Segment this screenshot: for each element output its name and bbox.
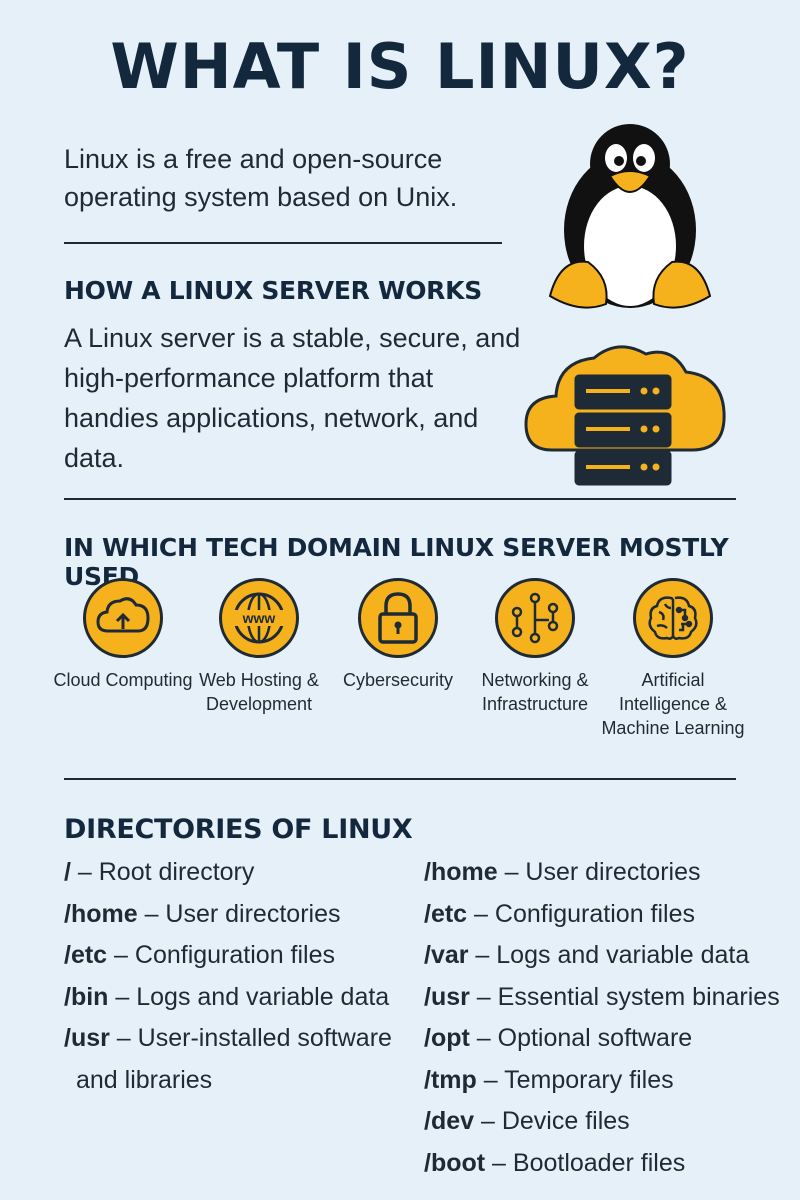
separator: –	[137, 899, 166, 928]
directory-description: Essential system binaries	[497, 982, 780, 1011]
list-item: /dev – Device files	[424, 1101, 794, 1143]
directory-description: Device files	[501, 1107, 630, 1135]
separator: –	[468, 941, 497, 969]
directory-description: User directories	[525, 858, 701, 886]
domain-item-networking: Networking & Infrastructure	[460, 578, 610, 716]
intro-text: Linux is a free and open-source operatin…	[64, 144, 458, 212]
server-heading: HOW A LINUX SERVER WORKS	[64, 276, 482, 305]
list-item: /tmp – Temporary files	[424, 1060, 794, 1102]
list-item-continuation: and libraries	[76, 1065, 213, 1094]
page-title: WHAT IS LINUX?	[110, 30, 690, 103]
directory-path: /var	[424, 941, 469, 969]
list-item: /etc – Configuration files	[424, 894, 794, 936]
list-item: /usr – Essential system binaries	[424, 977, 794, 1019]
directory-description: User-installed software	[137, 1024, 392, 1052]
divider	[64, 778, 736, 780]
directory-description: Logs and variable data	[496, 941, 750, 969]
divider	[64, 242, 502, 244]
list-item: /boot – Bootloader files	[424, 1143, 794, 1185]
domain-item-cloud-computing: Cloud Computing	[48, 578, 198, 692]
tux-penguin-icon	[548, 124, 712, 309]
directory-path: /home	[424, 858, 498, 886]
list-item: /etc – Configuration files	[64, 935, 414, 977]
directory-list-right: /home – User directories /etc – Configur…	[424, 852, 794, 1184]
directory-description: Configuration files	[494, 899, 696, 928]
directory-description: Bootloader files	[512, 1148, 686, 1177]
directory-path: /dev	[424, 1107, 475, 1135]
separator: –	[474, 1107, 502, 1135]
directories-heading: DIRECTORIES OF LINUX	[64, 814, 413, 845]
directory-description: Root directory	[98, 858, 255, 886]
domain-label: Cloud Computing	[53, 670, 193, 690]
separator: –	[469, 1024, 498, 1052]
separator: –	[70, 858, 99, 886]
directory-description: Temporary files	[504, 1065, 674, 1094]
cloud-upload-icon	[96, 597, 150, 633]
domain-label: Cybersecurity	[342, 670, 454, 690]
directory-path: /tmp	[424, 1065, 477, 1094]
separator: –	[108, 982, 137, 1011]
divider	[64, 498, 736, 500]
server-description: A Linux server is a stable, secure, and …	[64, 323, 521, 473]
separator: –	[107, 941, 135, 969]
list-item: /var – Logs and variable data	[424, 935, 794, 977]
list-item: /opt – Optional software	[424, 1018, 794, 1060]
list-item: /usr – User-installed software	[64, 1018, 414, 1060]
brain-icon	[648, 596, 698, 640]
directory-description: Optional software	[497, 1024, 693, 1052]
domain-item-ai-ml: Artificial Intelligence & Machine Learni…	[598, 578, 748, 740]
directory-path: /opt	[424, 1024, 470, 1052]
directory-description: Configuration files	[134, 941, 336, 969]
separator: –	[497, 858, 526, 886]
lock-icon	[378, 592, 418, 644]
list-item: /home – User directories	[424, 852, 794, 894]
separator: –	[485, 1148, 513, 1177]
list-item: / – Root directory	[64, 852, 414, 894]
domain-item-cybersecurity: Cybersecurity	[323, 578, 473, 692]
svg-text:www: www	[242, 610, 276, 626]
list-item: /bin – Logs and variable data	[64, 977, 414, 1019]
directory-path: /usr	[424, 982, 470, 1011]
globe-www-icon: www	[233, 592, 285, 644]
directory-description: User directories	[165, 899, 341, 928]
directory-path: /boot	[424, 1148, 486, 1177]
domain-label: Artificial Intelligence & Machine Learni…	[601, 670, 745, 738]
directory-path: /etc	[424, 899, 468, 928]
directory-path: /	[64, 858, 71, 886]
domain-label: Networking & Infrastructure	[481, 670, 589, 714]
directory-path: /usr	[64, 1024, 110, 1052]
separator: –	[109, 1024, 138, 1052]
directory-path: /bin	[64, 982, 109, 1011]
separator: –	[476, 1065, 505, 1094]
separator: –	[469, 982, 498, 1011]
network-icon	[511, 592, 559, 644]
domain-item-web-hosting: www Web Hosting & Development	[184, 578, 334, 716]
directory-list-left: / – Root directory /home – User director…	[64, 852, 414, 1101]
directory-path: /home	[64, 899, 138, 928]
directory-description: Logs and variable data	[136, 982, 390, 1011]
cloud-server-icon	[524, 345, 726, 486]
domain-label: Web Hosting & Development	[199, 670, 319, 714]
separator: –	[467, 899, 495, 928]
directory-path: /etc	[64, 941, 108, 969]
list-item: /home – User directories	[64, 894, 414, 936]
